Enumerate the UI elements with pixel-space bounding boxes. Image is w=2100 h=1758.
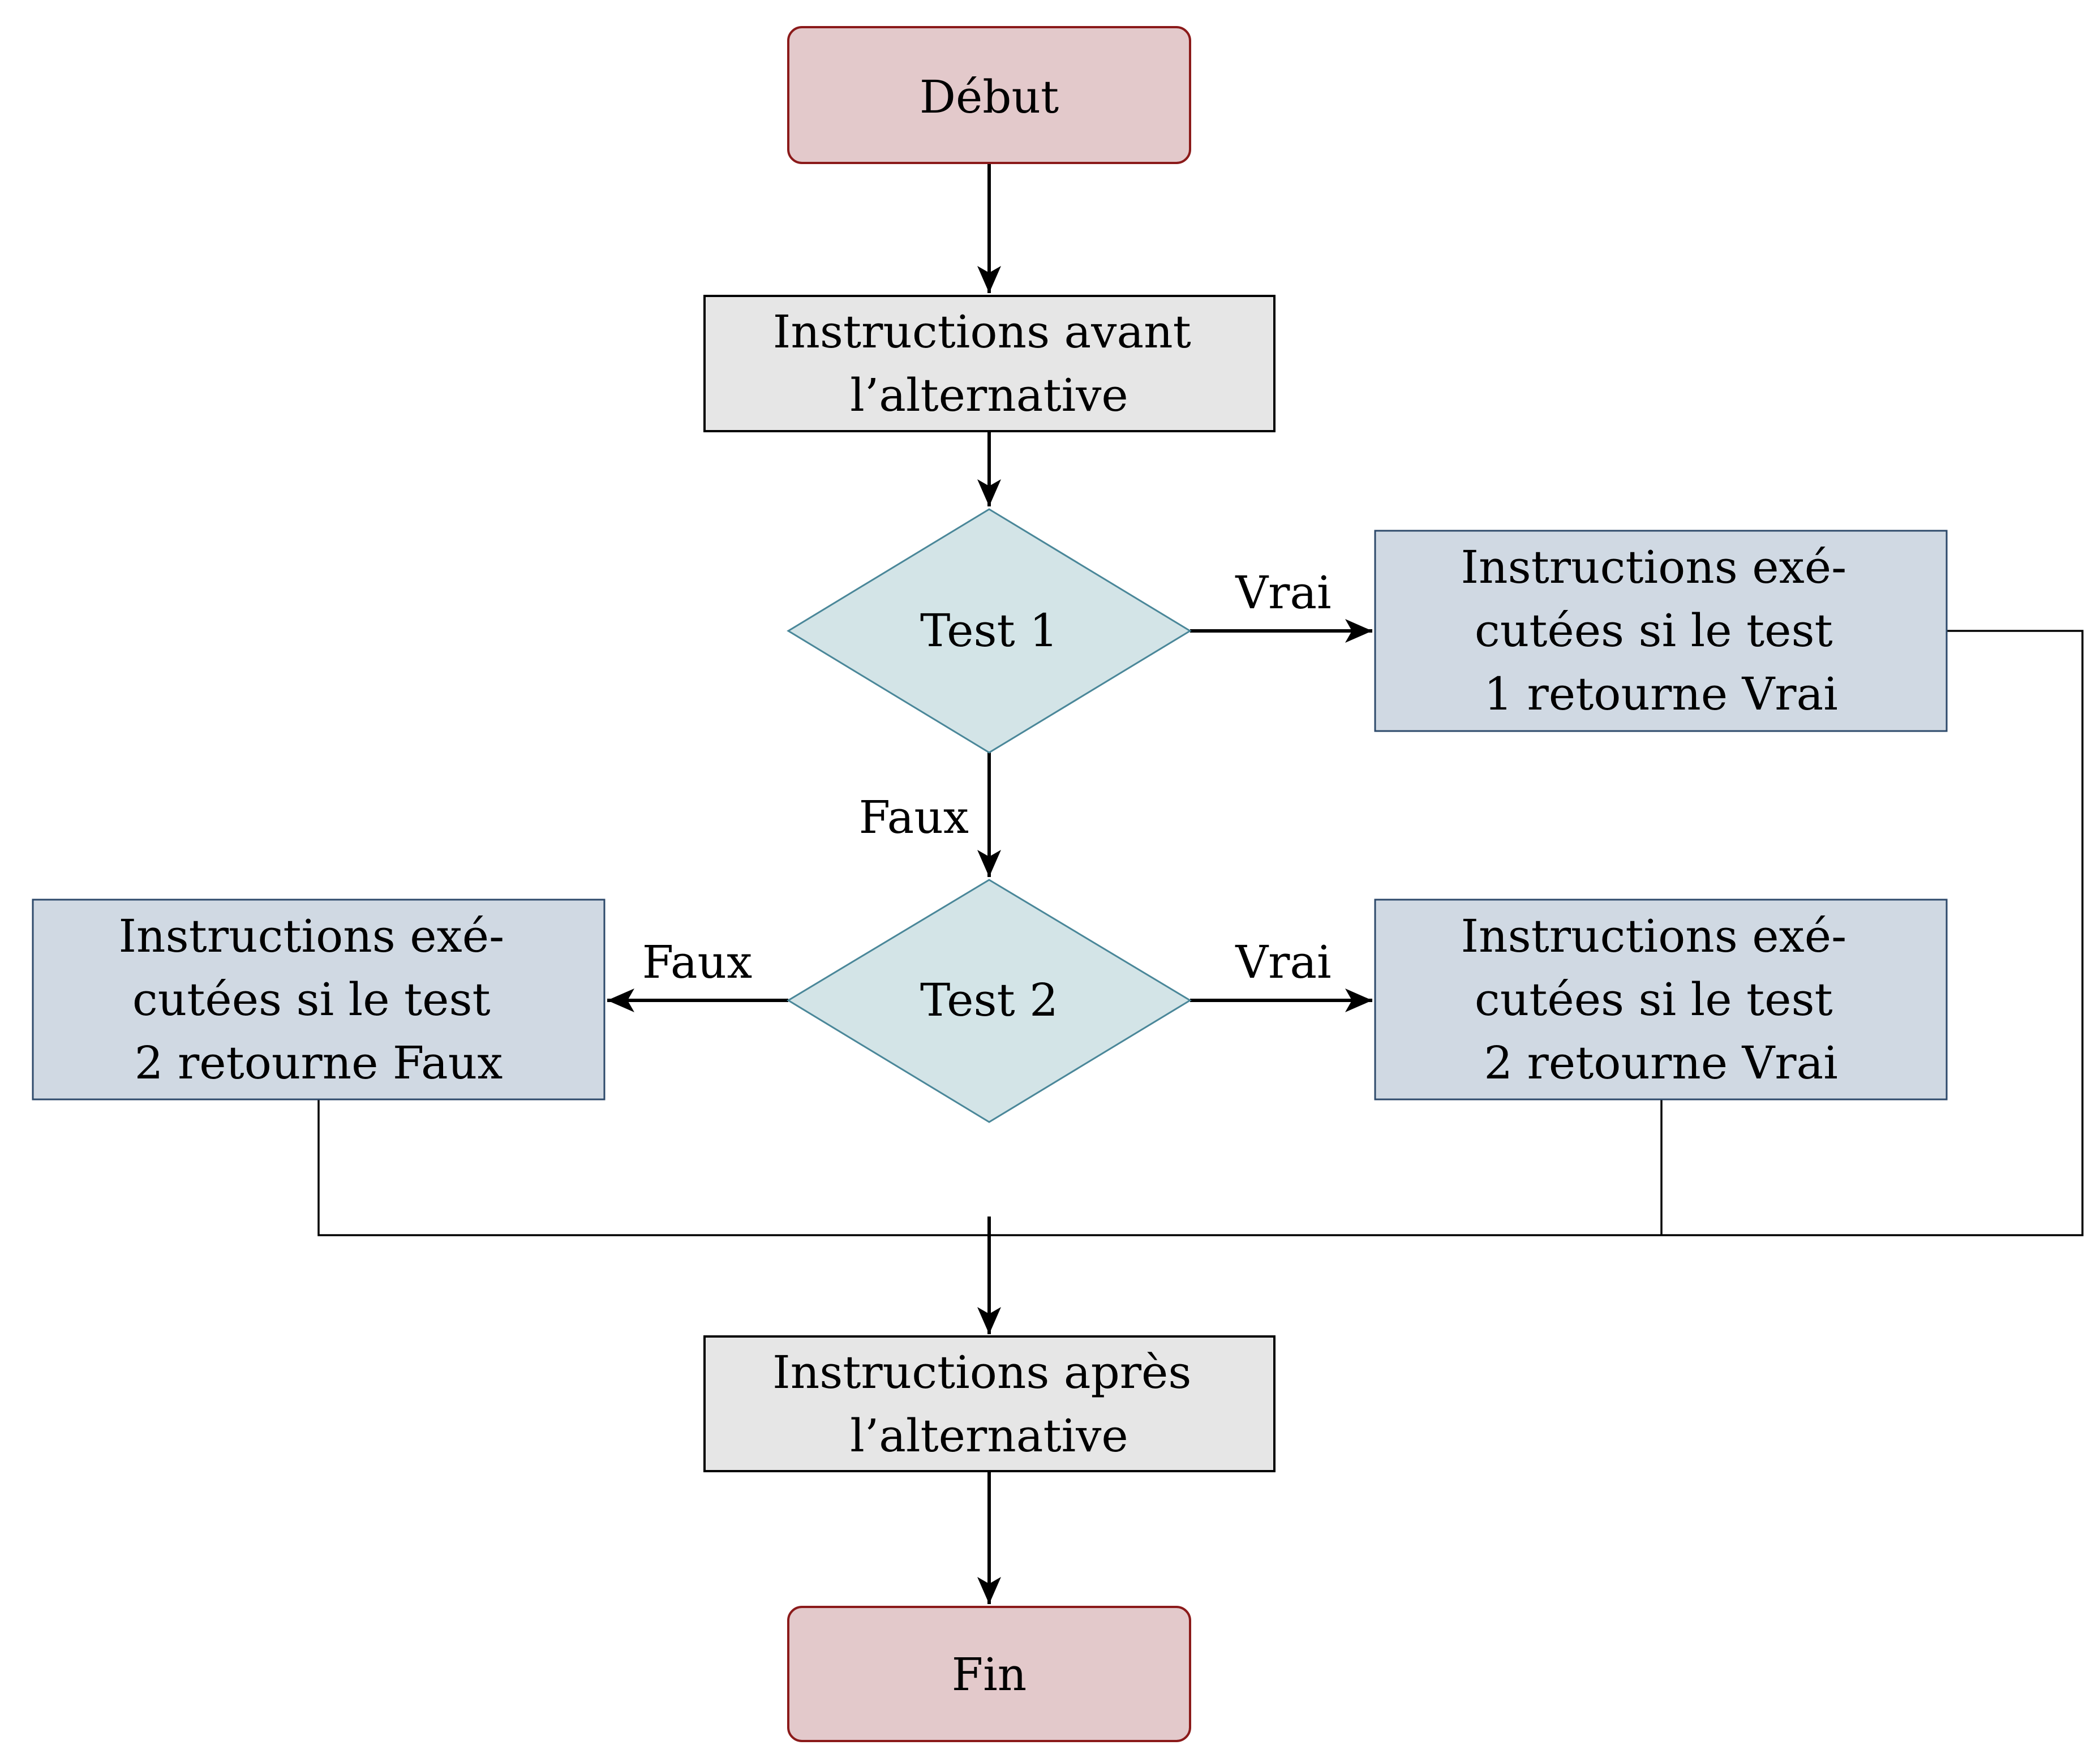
node-before-shape <box>703 295 1276 432</box>
edge-label-test1-true: Vrai <box>1235 566 1331 619</box>
node-true1-shape <box>1374 530 1948 732</box>
node-test2-label: Test 2 <box>920 974 1058 1026</box>
node-false2-label: Instructions exé- cutées si le test 2 re… <box>118 910 518 1089</box>
node-true2-shape <box>1374 899 1948 1101</box>
edge-label-test1-false: Faux <box>859 791 969 844</box>
node-false2: Instructions exé- cutées si le test 2 re… <box>32 899 605 1101</box>
merge-line-true1 <box>1661 630 2084 1236</box>
node-end-label: Fin <box>952 1648 1027 1701</box>
node-end-shape <box>787 1606 1191 1742</box>
node-true2: Instructions exé- cutées si le test 2 re… <box>1374 899 1948 1101</box>
merge-line-false2 <box>317 1099 1661 1236</box>
node-before-label: Instructions avant l’alternative <box>773 306 1206 422</box>
edge-label-test2-false: Faux <box>642 936 752 988</box>
node-true1-label: Instructions exé- cutées si le test 1 re… <box>1461 541 1861 720</box>
node-test2: Test 2 <box>787 879 1192 1123</box>
node-end: Fin <box>787 1606 1191 1742</box>
node-after: Instructions après l’alternative <box>703 1335 1276 1472</box>
node-false2-shape <box>32 899 605 1101</box>
node-true1: Instructions exé- cutées si le test 1 re… <box>1374 530 1948 732</box>
node-before: Instructions avant l’alternative <box>703 295 1276 432</box>
node-test1-label: Test 1 <box>920 604 1058 657</box>
node-test2-shape <box>787 879 1192 1123</box>
node-true2-label: Instructions exé- cutées si le test 2 re… <box>1461 910 1861 1089</box>
node-start-shape <box>787 26 1191 164</box>
node-start-label: Début <box>920 71 1059 123</box>
node-after-label: Instructions après l’alternative <box>772 1346 1206 1462</box>
node-test1-shape <box>787 508 1192 754</box>
node-after-shape <box>703 1335 1276 1472</box>
edge-label-test2-true: Vrai <box>1235 936 1331 988</box>
node-test1: Test 1 <box>787 508 1192 754</box>
node-start: Début <box>787 26 1191 164</box>
